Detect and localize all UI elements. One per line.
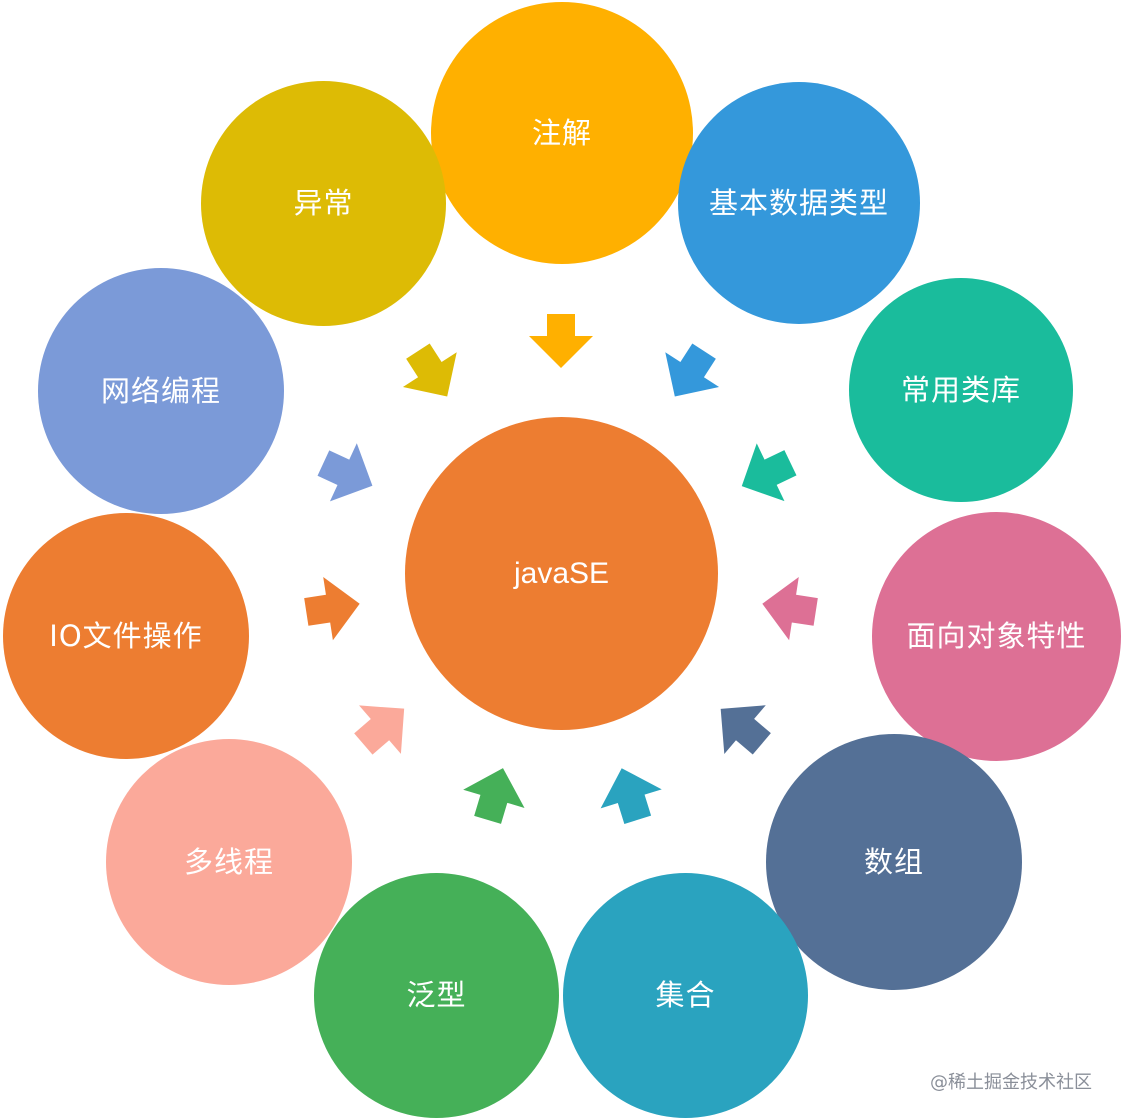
node-multithreading: 多线程 [106,739,352,985]
node-collection: 集合 [563,873,808,1118]
node-label: 集合 [655,978,716,1012]
node-common-libs: 常用类库 [849,278,1073,502]
node-label: 泛型 [406,978,467,1012]
node-networking: 网络编程 [38,268,284,514]
arrow-basic-types [665,343,720,397]
arrow-collection [600,768,662,824]
arrow-common-libs [741,443,797,502]
arrow-array [720,705,771,755]
node-label: 多线程 [183,844,274,879]
arrow-io [304,576,360,641]
center-node-javase: javaSE [405,417,718,730]
node-label: IO文件操作 [49,618,203,653]
node-label: 常用类库 [900,372,1021,407]
center-node-label: javaSE [513,556,610,590]
arrow-networking [317,443,373,502]
node-annotation: 注解 [431,2,693,264]
arrow-oop [762,576,818,641]
watermark: @稀土掘金技术社区 [930,1072,1092,1093]
node-array: 数组 [766,734,1022,990]
node-basic-types: 基本数据类型 [678,82,920,324]
arrow-generics [463,768,525,824]
node-io: IO文件操作 [3,513,249,759]
node-label: 异常 [293,186,354,220]
node-generics: 泛型 [314,873,559,1118]
node-label: 注解 [531,115,592,150]
node-label: 网络编程 [100,373,221,408]
node-label: 面向对象特性 [906,619,1087,653]
node-exception: 异常 [201,81,446,326]
arrow-multithreading [354,705,405,755]
arrow-exception [402,343,457,397]
node-label: 基本数据类型 [708,185,889,220]
arrow-annotation [529,314,593,368]
node-oop: 面向对象特性 [872,512,1121,761]
node-label: 数组 [863,844,924,879]
